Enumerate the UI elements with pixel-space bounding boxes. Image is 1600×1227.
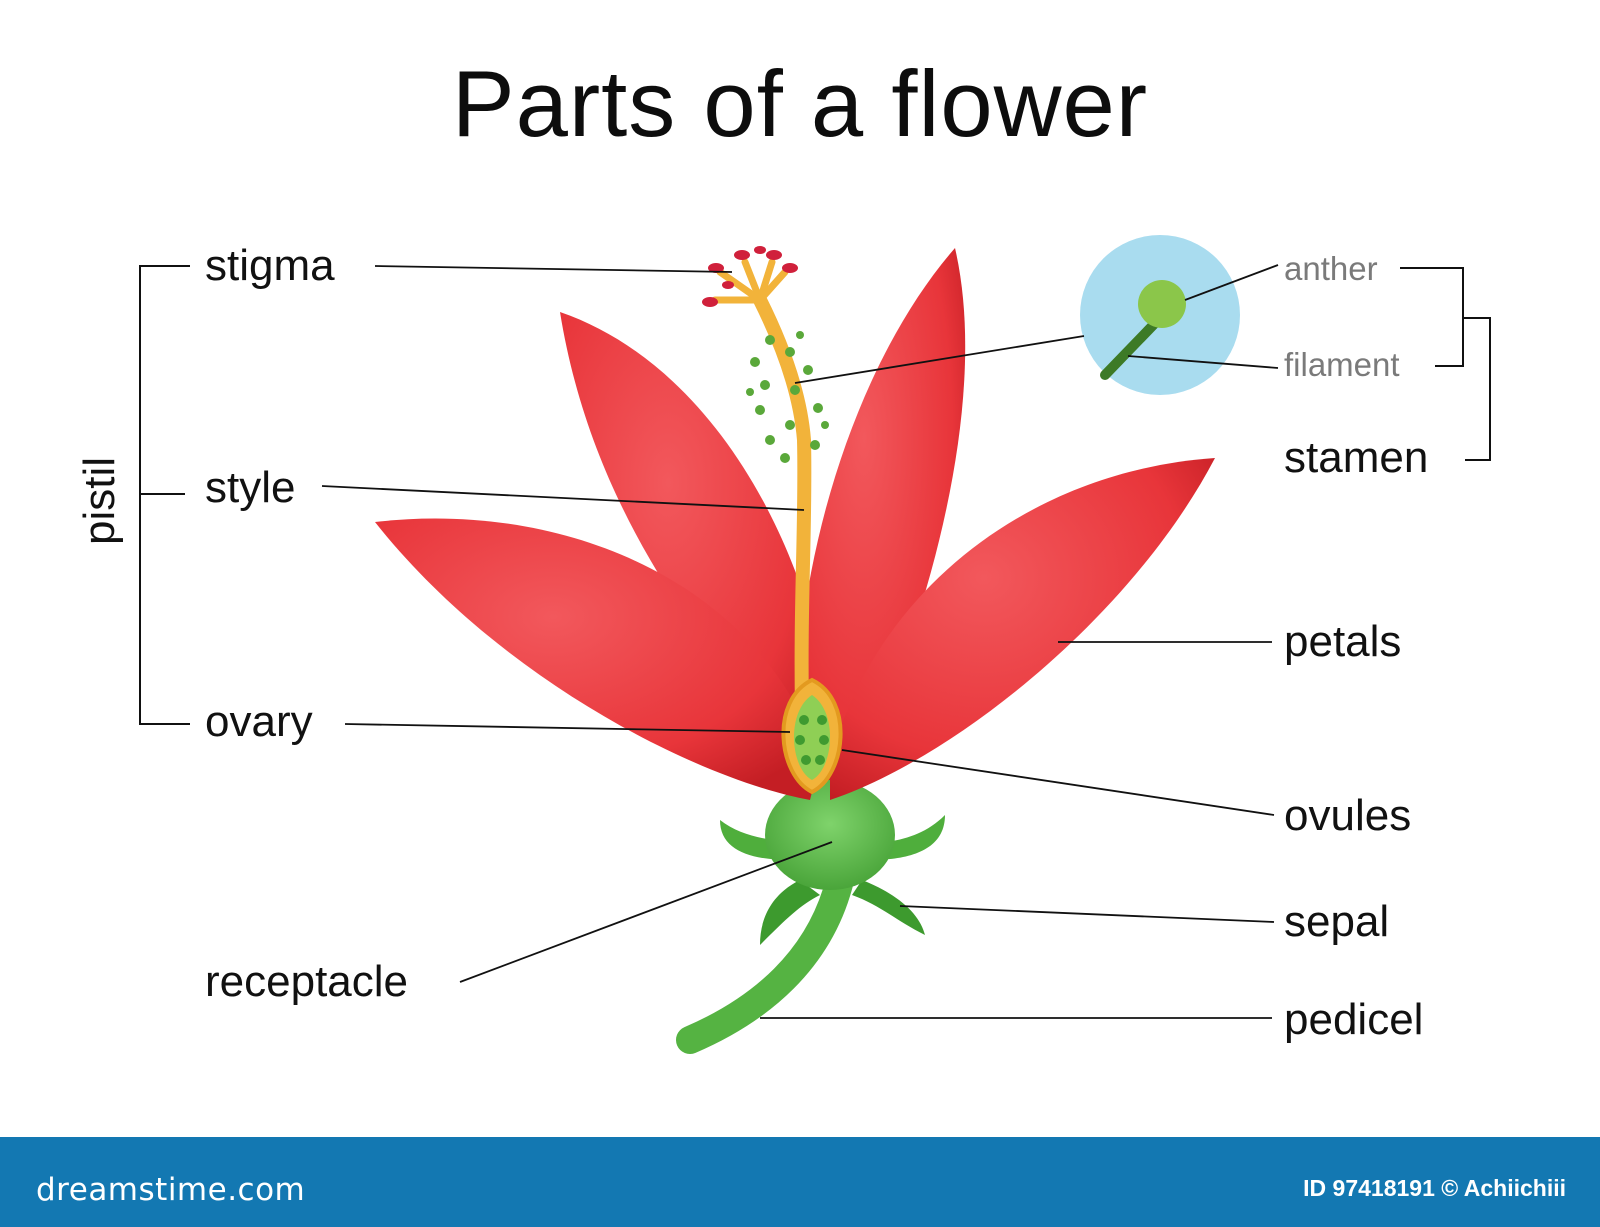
label-pedicel: pedicel (1284, 995, 1424, 1044)
label-petals: petals (1284, 617, 1402, 666)
receptacle-shape (765, 780, 895, 890)
label-anther: anther (1284, 250, 1378, 287)
footer-image-id: ID 97418191 © Achiichiii (1303, 1175, 1566, 1201)
stamen-cluster (746, 331, 829, 463)
ovules-dots (795, 715, 829, 765)
stamen-bracket (1400, 267, 1491, 461)
label-stigma: stigma (205, 241, 335, 290)
sepal-lower-left (760, 880, 820, 945)
anther-shape (1138, 280, 1186, 328)
pistil-bracket (139, 265, 190, 725)
footer-bar (0, 1137, 1600, 1227)
style-tube (753, 293, 812, 717)
diagram-title: Parts of a flower (451, 51, 1149, 156)
petal-front-left (375, 518, 820, 800)
pedicel-stem (676, 866, 854, 1054)
label-ovary: ovary (205, 697, 313, 746)
label-stamen: stamen (1284, 433, 1429, 482)
petal-back-right (796, 248, 966, 790)
label-sepal: sepal (1284, 897, 1390, 946)
petal-front-right (830, 458, 1215, 800)
label-receptacle: receptacle (205, 957, 409, 1006)
label-filament: filament (1284, 346, 1400, 383)
sepal-lower-right (852, 880, 925, 935)
label-ovules: ovules (1284, 791, 1412, 840)
leader-lines (321, 264, 1279, 1019)
label-style: style (205, 463, 296, 512)
filament-shape (1100, 313, 1165, 380)
label-pistil: pistil (75, 456, 124, 545)
footer-brand[interactable]: dreamstime.com (36, 1172, 306, 1208)
stigma-branches (711, 258, 789, 304)
stigma-tips (702, 246, 798, 307)
